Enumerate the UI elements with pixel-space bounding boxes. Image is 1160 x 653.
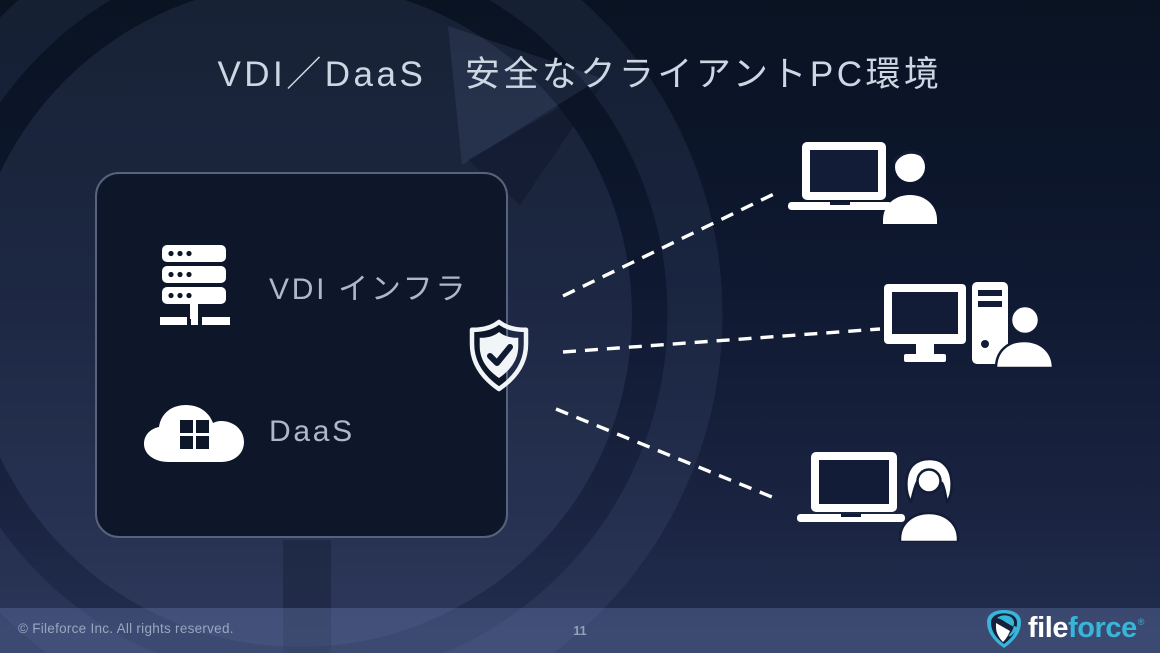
page-number: 11 — [573, 624, 587, 638]
slide-title: VDI／DaaS 安全なクライアントPC環境 — [217, 55, 943, 94]
laptop-user-male-icon — [788, 140, 952, 224]
cloud-windows-icon — [119, 402, 269, 462]
daas-label: DaaS — [269, 415, 355, 448]
shield-check-icon — [467, 319, 531, 393]
vdi-infra-label: VDI インフラ — [269, 273, 469, 306]
logo-text-force: force — [1068, 612, 1137, 644]
daas-row: DaaS — [119, 382, 479, 482]
server-icon — [119, 245, 269, 327]
logo-text-file: file — [1027, 612, 1069, 644]
footer-band — [0, 608, 1160, 653]
desktop-tower-user-icon — [884, 280, 1056, 370]
laptop-user-female-icon — [795, 450, 963, 544]
vdi-daas-infra-box: VDI インフラ DaaS — [95, 172, 508, 538]
fileforce-logo-icon — [986, 609, 1022, 649]
copyright-text: © Fileforce Inc. All rights reserved. — [18, 621, 234, 636]
vdi-infra-row: VDI インフラ — [119, 236, 479, 336]
logo-registered-mark: ® — [1137, 617, 1145, 627]
